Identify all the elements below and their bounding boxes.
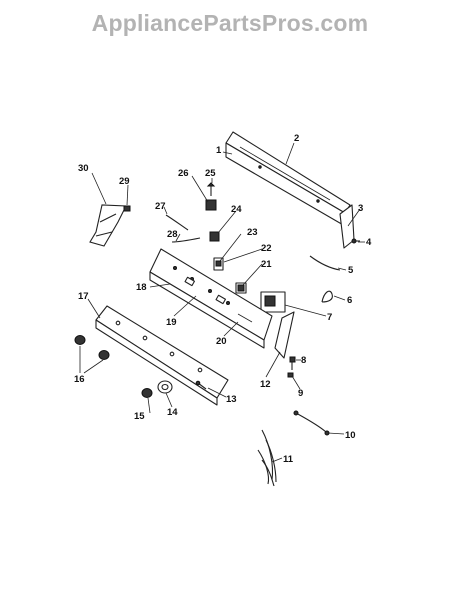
part-knob-15 (141, 388, 153, 398)
callout-27: 27 (155, 201, 166, 212)
callout-22: 22 (261, 243, 272, 254)
part-knob-16b (98, 350, 110, 360)
callout-16: 16 (74, 374, 85, 385)
callout-13: 13 (226, 394, 237, 405)
callout-21: 21 (261, 259, 272, 270)
callout-15: 15 (134, 411, 145, 422)
part-backguard-top (225, 131, 351, 227)
part-screw-25 (206, 182, 216, 196)
callout-9: 9 (298, 388, 303, 399)
part-wire-6 (321, 290, 333, 303)
part-switch-7 (260, 291, 286, 313)
part-switch-23 (213, 257, 224, 271)
part-control-panel-19 (149, 248, 273, 349)
callout-6: 6 (347, 295, 352, 306)
callout-11: 11 (283, 454, 294, 465)
part-fastener-8 (289, 356, 296, 370)
part-side-bracket-12 (274, 311, 295, 359)
callout-24: 24 (231, 204, 242, 215)
part-knob-14 (157, 380, 173, 394)
callout-20: 20 (216, 336, 227, 347)
callout-23: 23 (247, 227, 258, 238)
part-wire-28 (171, 237, 201, 243)
part-harness-11 (257, 429, 277, 487)
part-knob-16a (74, 335, 86, 345)
part-fastener-9 (287, 372, 294, 378)
part-wire-10 (293, 410, 330, 436)
part-clip-24 (209, 231, 220, 242)
callout-2: 2 (294, 133, 299, 144)
callouts: 1 2 3 4 5 6 7 8 9 10 11 12 13 14 15 16 1… (74, 133, 372, 465)
callout-3: 3 (358, 203, 363, 214)
part-left-bracket-30 (89, 204, 131, 247)
part-wire-5 (309, 255, 341, 271)
callout-29: 29 (119, 176, 130, 187)
part-wire-27 (165, 214, 189, 231)
leader-lines (79, 142, 365, 463)
callout-5: 5 (348, 265, 354, 276)
part-screw-4 (351, 238, 360, 244)
callout-18: 18 (136, 282, 147, 293)
callout-14: 14 (167, 407, 178, 418)
callout-1: 1 (216, 145, 222, 156)
callout-7: 7 (327, 312, 332, 323)
callout-30: 30 (78, 163, 89, 174)
part-bracket-26 (205, 199, 217, 211)
callout-10: 10 (345, 430, 356, 441)
callout-26: 26 (178, 168, 189, 179)
callout-19: 19 (166, 317, 177, 328)
callout-25: 25 (205, 168, 216, 179)
part-lower-panel-17 (95, 305, 229, 406)
watermark-text: AppliancePartsPros.com (91, 10, 369, 36)
callout-12: 12 (260, 379, 271, 390)
part-switch-21 (235, 282, 247, 294)
callout-4: 4 (366, 237, 372, 248)
callout-17: 17 (78, 291, 89, 302)
part-screw-13 (195, 380, 207, 390)
callout-8: 8 (301, 355, 306, 366)
callout-28: 28 (167, 229, 178, 240)
